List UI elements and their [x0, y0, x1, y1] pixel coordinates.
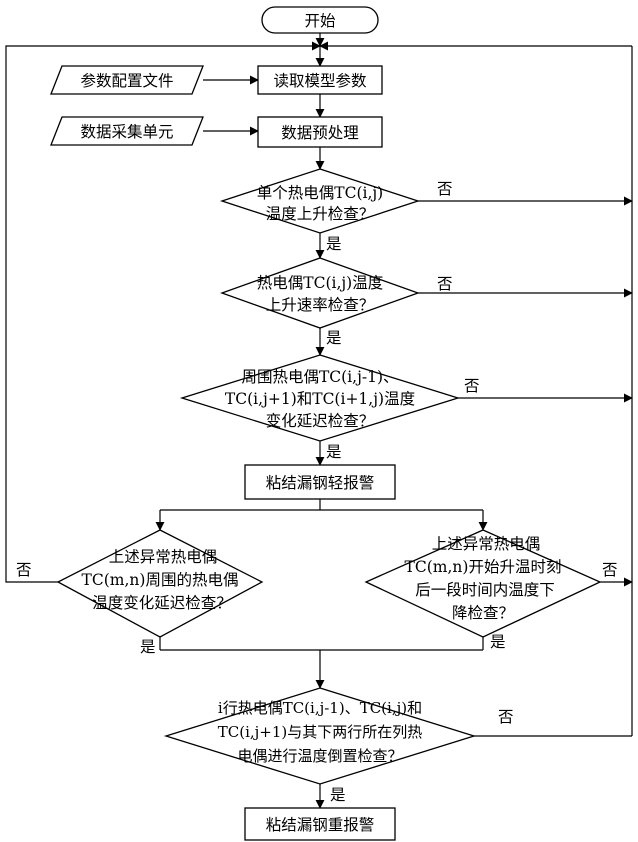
check2-decision	[222, 258, 418, 328]
preprocess-label: 数据预处理	[281, 124, 359, 142]
check6-line3: 电偶进行温度倒置检查？	[237, 747, 402, 765]
check3-line3: 变化延迟检查？	[266, 412, 375, 430]
check6-yes-label: 是	[330, 786, 346, 804]
check5-line3: 后一段时间内温度下	[415, 581, 555, 599]
check2-line2: 上升速率检查？	[266, 296, 375, 314]
check4-yes-label: 是	[140, 638, 156, 656]
start-label: 开始	[304, 12, 336, 30]
acquisition-label: 数据采集单元	[80, 123, 173, 141]
check1-line1: 单个热电偶TC(i,j)	[257, 184, 383, 202]
check2-line1: 热电偶TC(i,j)温度	[257, 274, 383, 292]
check5-no-label: 否	[602, 561, 618, 579]
config-file-label: 参数配置文件	[80, 72, 173, 90]
check5-yes-label: 是	[490, 633, 506, 651]
check6-line1: i行热电偶TC(i,j-1)、TC(i,j)和	[218, 699, 422, 717]
check1-no-label: 否	[437, 180, 453, 198]
check4-line3: 温度变化延迟检查？	[92, 594, 232, 612]
check3-line2: TC(i,j+1)和TC(i+1,j)温度	[225, 390, 415, 408]
check5-line4: 降检查？	[452, 604, 514, 622]
heavy-alarm-label: 粘结漏钢重报警	[266, 816, 375, 834]
check1-yes-label: 是	[326, 235, 342, 253]
check2-yes-label: 是	[326, 329, 342, 347]
check3-line1: 周围热电偶TC(i,j-1)、	[241, 368, 398, 386]
read-params-label: 读取模型参数	[273, 72, 367, 90]
check3-yes-label: 是	[326, 443, 342, 461]
check5-line2: TC(m,n)开始升温时刻	[405, 558, 562, 576]
check4-line2: TC(m,n)周围的热电偶	[82, 571, 239, 589]
check6-line2: TC(i,j+1)与其下两行所在列热	[218, 723, 423, 741]
check2-no-label: 否	[437, 275, 453, 293]
check5-line1: 上述异常热电偶	[432, 535, 541, 553]
light-alarm-label: 粘结漏钢轻报警	[266, 474, 375, 492]
check4-line1: 上述异常热电偶	[109, 548, 218, 566]
check1-line2: 温度上升检查？	[266, 205, 375, 223]
check6-no-label: 否	[498, 708, 514, 726]
check4-no-label: 否	[16, 561, 32, 579]
check3-no-label: 否	[464, 377, 480, 395]
